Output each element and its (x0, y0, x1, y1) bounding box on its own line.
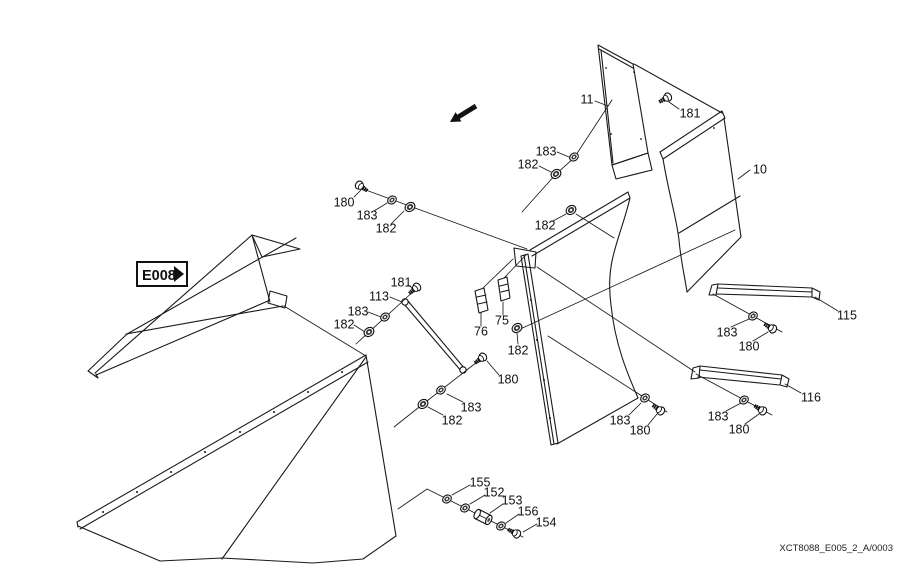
washer-156 (494, 519, 508, 533)
clip-75 (497, 276, 511, 302)
washer-183 (567, 150, 581, 164)
strut-113 (401, 298, 467, 374)
part-label-154: 154 (536, 516, 557, 530)
part-label-183: 183 (536, 145, 557, 159)
fasteners-bolts (353, 90, 779, 541)
part-label-183: 183 (717, 326, 738, 340)
fasteners-washers (361, 150, 760, 533)
part-label-153: 153 (502, 494, 523, 508)
body-edge-line (633, 63, 723, 114)
part-label-182: 182 (442, 414, 463, 428)
panel-10 (633, 63, 742, 293)
part-label-183: 183 (610, 414, 631, 428)
part-label-10: 10 (753, 163, 767, 177)
strip-holes (530, 299, 551, 419)
cover-bracket-tab (267, 290, 288, 309)
left-panel (76, 354, 397, 564)
doc-code: XCT8088_E005_2_A/0003 (779, 543, 893, 554)
part-label-156: 156 (518, 505, 539, 519)
part-label-76: 76 (474, 325, 488, 339)
part-label-183: 183 (348, 305, 369, 319)
nut-182 (415, 397, 431, 411)
part-label-181: 181 (391, 276, 412, 290)
part-label-75: 75 (495, 314, 509, 328)
part-label-183: 183 (461, 401, 482, 415)
part-label-152: 152 (484, 486, 505, 500)
bolt-180-upper-left (353, 178, 370, 195)
bolt-180-bracket-116 (752, 401, 769, 418)
part-label-180: 180 (498, 373, 519, 387)
panel-11 (597, 44, 653, 180)
washer-183 (746, 309, 760, 323)
cover-top-flap (251, 234, 301, 258)
part-label-183: 183 (357, 209, 378, 223)
clip-76 (474, 287, 489, 314)
direction-arrow-icon (450, 103, 478, 122)
bolt-180-center-bottom (650, 401, 667, 418)
bracket-115 (708, 283, 821, 301)
part-label-182: 182 (376, 222, 397, 236)
washer-155 (440, 492, 454, 506)
part-label-182: 182 (535, 219, 556, 233)
part-label-11: 11 (581, 93, 594, 107)
washer-183 (638, 391, 652, 405)
part-label-180: 180 (739, 340, 760, 354)
part-label-182: 182 (518, 158, 539, 172)
nut-182 (402, 200, 418, 214)
triangle-right-icon (174, 266, 184, 282)
rivet-dots (102, 371, 343, 513)
part-label-182: 182 (334, 318, 355, 332)
ref-label-e008: E008 (136, 261, 188, 287)
nut-182 (509, 321, 525, 335)
nut-182 (563, 203, 579, 217)
part-label-155: 155 (470, 476, 491, 490)
part-label-180: 180 (334, 196, 355, 210)
part-label-115: 115 (837, 309, 857, 323)
part-label-181: 181 (680, 107, 701, 121)
part-label-182: 182 (508, 344, 529, 358)
washer-152 (458, 501, 472, 515)
bolt-180-bracket-115 (762, 319, 779, 336)
part-label-180: 180 (729, 423, 750, 437)
center-panel (513, 191, 639, 446)
deflector-cover (87, 234, 301, 379)
bracket-116 (690, 365, 790, 388)
leader-lines (353, 100, 839, 533)
part-label-180: 180 (630, 424, 651, 438)
bolt-154 (506, 525, 523, 541)
part-label-113: 113 (369, 290, 389, 304)
part-label-183: 183 (708, 410, 729, 424)
washer-183 (385, 193, 399, 207)
ref-label-text: E008 (142, 268, 176, 284)
part-label-116: 116 (801, 391, 821, 405)
washer-183 (434, 383, 448, 397)
